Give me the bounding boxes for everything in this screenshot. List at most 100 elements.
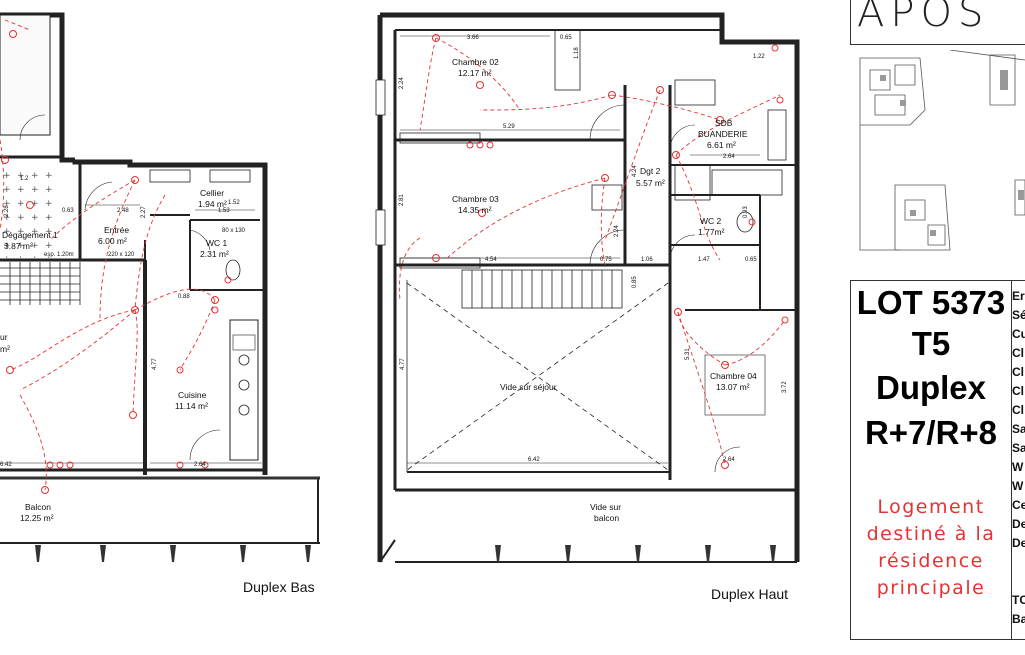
floor-plans: + <box>0 12 800 602</box>
stair-note: esp. 1.20m <box>44 252 74 258</box>
room-wc1-area: 2.31 m² <box>200 249 229 259</box>
electrical-symbols-haut <box>432 34 789 469</box>
vide-balcon-label-1: Vide sur <box>590 502 621 512</box>
room-sejour-partial-area: m² <box>0 344 10 354</box>
room-list-item: Er <box>1012 289 1025 303</box>
room-cuisine-name: Cuisine <box>178 390 207 400</box>
notice-line-1: Logement <box>877 496 985 518</box>
room-chambre03-name: Chambre 03 <box>452 194 499 204</box>
room-entree-area: 6.00 m² <box>98 236 127 246</box>
room-chambre02-name: Chambre 02 <box>452 57 499 67</box>
dim-6-42-haut: 6.42 <box>528 457 540 463</box>
room-cellier-name: Cellier <box>200 188 224 198</box>
dim-1-06: 1.06 <box>641 257 653 263</box>
room-list-item: Cl <box>1012 403 1024 417</box>
dim-5-31: 5.31 <box>685 348 691 360</box>
dim-4-24: 4.24 <box>632 165 638 177</box>
dim-3-72: 3.72 <box>782 381 788 393</box>
dim-2-64-top: 2.64 <box>723 154 735 160</box>
room-labels-haut: Chambre 02 12.17 m² Chambre 03 14.35 m² … <box>399 35 788 523</box>
notice-line-2: destiné à la <box>866 523 996 545</box>
room-list-item: Ce <box>1012 498 1025 512</box>
dim-0-88: 0.88 <box>178 294 190 300</box>
room-sdb-area: 6.61 m² <box>707 140 736 150</box>
electrical-symbols-bas <box>1 30 232 494</box>
mat-note: 220 x 120 <box>108 252 135 258</box>
room-wc2-area: 1.77m² <box>698 227 725 237</box>
lot-floors: R+7/R+8 <box>864 414 998 451</box>
lot-info-card: LOT 5373 T5 Duplex R+7/R+8 Logement dest… <box>850 280 1012 640</box>
dim-1-22: 1.22 <box>753 54 765 60</box>
label-duplex-bas: Duplex Bas <box>243 579 315 595</box>
dim-2-64: 2.64 <box>194 462 206 468</box>
dim-0-85: 0.85 <box>632 276 638 288</box>
room-wc2-name: WC 2 <box>700 216 722 226</box>
electrical-circuits-bas <box>0 19 216 491</box>
room-list-item: Cu <box>1012 327 1025 341</box>
dim-4-77: 4.77 <box>152 358 158 370</box>
room-list-item <box>1012 553 1025 572</box>
room-chambre04-area: 13.07 m² <box>716 382 750 392</box>
room-list-item: TC <box>1012 593 1025 607</box>
dim-2-81: 2.81 <box>399 194 405 206</box>
room-chambre02-area: 12.17 m² <box>458 68 492 78</box>
dim-1-47: 1.47 <box>698 257 710 263</box>
room-list-clipped: Er Sé Cu Cl Cl Cl Cl Sa Sa W W Ce De De … <box>1012 280 1025 640</box>
room-list-item: Ba <box>1012 612 1025 626</box>
dim-0-63: 0.63 <box>62 208 74 214</box>
dim-1-2: 1.2 <box>20 176 29 182</box>
room-labels-bas: Dégagement 1 3.87 m² esp. 1.20m Entrée 6… <box>0 176 246 523</box>
room-wc1-name: WC 1 <box>206 238 228 248</box>
room-degagement-area: 3.87 m² <box>4 241 33 251</box>
dim-0-75: 0.75 <box>600 257 612 263</box>
notice-line-3: résidence <box>878 550 984 572</box>
room-list-item: Sé <box>1012 308 1025 322</box>
lot-type: T5 <box>911 325 951 362</box>
dim-0-65-mid: 0.65 <box>745 257 757 263</box>
room-list-item <box>1012 572 1025 591</box>
room-balcon-name: Balcon <box>25 502 51 512</box>
room-degagement-name: Dégagement 1 <box>2 230 58 240</box>
room-buanderie-name: BUANDERIE <box>698 129 748 139</box>
lot-number: LOT 5373 <box>856 284 1006 321</box>
residence-notice: Logement destiné à la résidence principa… <box>851 494 1011 602</box>
room-chambre04-name: Chambre 04 <box>710 371 757 381</box>
notice-line-4: principale <box>876 577 986 599</box>
room-list-item: De <box>1012 536 1025 550</box>
room-list-item: Sa <box>1012 441 1025 455</box>
dim-2-28: 2.28 <box>4 205 10 217</box>
duplex-haut-plan <box>375 12 800 563</box>
room-list-item: W <box>1012 460 1024 474</box>
room-cuisine-area: 11.14 m² <box>175 401 208 411</box>
dim-4-77-haut: 4.77 <box>400 358 406 370</box>
room-cellier-area: 1.94 m² <box>198 199 227 209</box>
dim-6-42: 6.42 <box>0 462 12 468</box>
dim-1-52: 1.52 <box>228 200 240 206</box>
label-duplex-haut: Duplex Haut <box>711 586 789 602</box>
dim-4-54: 4.54 <box>485 257 497 263</box>
wc-note: 80 x 130 <box>222 228 246 234</box>
room-list-item: Sa <box>1012 422 1025 436</box>
room-balcon-area: 12.25 m² <box>20 513 54 523</box>
floor-plan-drawing: + <box>0 12 800 563</box>
room-sejour-partial-name: ur <box>0 332 8 342</box>
duplex-bas-plan <box>0 12 320 562</box>
dim-0-65-top: 0.65 <box>560 35 572 41</box>
building-key-plans <box>850 49 1025 275</box>
room-chambre03-area: 14.35 m² <box>458 205 492 215</box>
dim-3-66: 3.66 <box>467 35 479 41</box>
room-sdb-name: SDB <box>715 118 733 128</box>
room-entree-name: Entrée <box>104 225 129 235</box>
key-plan-drawing <box>859 49 1025 251</box>
vide-balcon-label-2: balcon <box>594 513 619 523</box>
vide-sejour-label: Vide sur séjour <box>500 382 557 392</box>
electrical-circuits-haut <box>398 37 786 466</box>
dim-1-53: 1.53 <box>218 208 230 214</box>
room-dgt2-area: 5.57 m² <box>636 178 665 188</box>
room-dgt2-name: Dgt 2 <box>640 166 661 176</box>
room-list-item: Cl <box>1012 384 1024 398</box>
dim-2-24: 2.24 <box>614 225 620 237</box>
dim-5-29: 5.29 <box>503 124 515 130</box>
brand-logo: APOS <box>850 0 1025 45</box>
dim-2-27: 2.27 <box>141 206 147 218</box>
